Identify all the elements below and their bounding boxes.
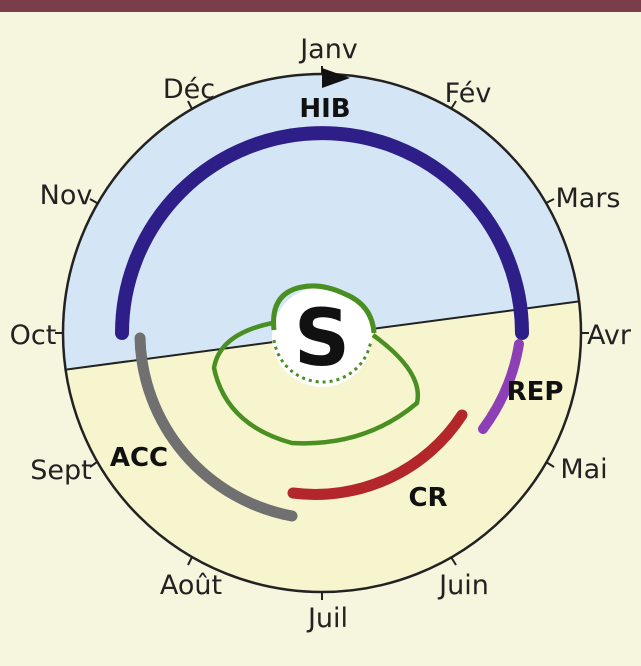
seed-dotted-edge xyxy=(272,339,373,384)
month-label-aug: Août xyxy=(160,570,222,601)
tick-sep xyxy=(89,461,98,468)
phase-label-hib: HIB xyxy=(299,94,350,124)
month-label-sep: Sept xyxy=(30,455,91,486)
direction-arrow-icon xyxy=(322,68,350,88)
month-label-feb: Fév xyxy=(445,78,492,109)
center-symbol: S xyxy=(294,294,350,384)
phase-arc-rep xyxy=(478,339,524,434)
winter-region xyxy=(63,74,581,373)
month-label-oct: Oct xyxy=(10,320,57,351)
month-label-apr: Avr xyxy=(587,320,632,351)
month-ticks xyxy=(55,66,589,600)
top-bar xyxy=(0,0,641,12)
phase-arc-hib xyxy=(115,126,529,340)
month-label-nov: Nov xyxy=(40,180,93,211)
phase-label-rep: REP xyxy=(507,377,564,407)
leaf-outline xyxy=(211,319,421,446)
month-label-jan: Janv xyxy=(298,34,358,65)
seed-coat-outline xyxy=(271,283,377,334)
phase-arc-acc xyxy=(134,332,298,522)
month-label-jun: Juin xyxy=(437,570,489,601)
phase-arc-cr xyxy=(287,409,468,500)
tick-aug xyxy=(187,556,193,566)
month-label-jul: Juil xyxy=(306,603,348,634)
center-seed xyxy=(272,287,372,387)
month-label-dec: Déc xyxy=(163,74,215,105)
tick-jun xyxy=(450,556,457,566)
month-label-may: Mai xyxy=(560,454,607,485)
tick-dec xyxy=(187,100,193,110)
phase-label-cr: CR xyxy=(408,483,447,513)
tick-feb xyxy=(450,100,457,110)
month-label-mar: Mars xyxy=(555,183,620,214)
tick-nov xyxy=(89,198,98,204)
tick-may xyxy=(545,461,555,468)
phase-label-acc: ACC xyxy=(110,443,168,473)
tick-mar xyxy=(545,198,555,204)
